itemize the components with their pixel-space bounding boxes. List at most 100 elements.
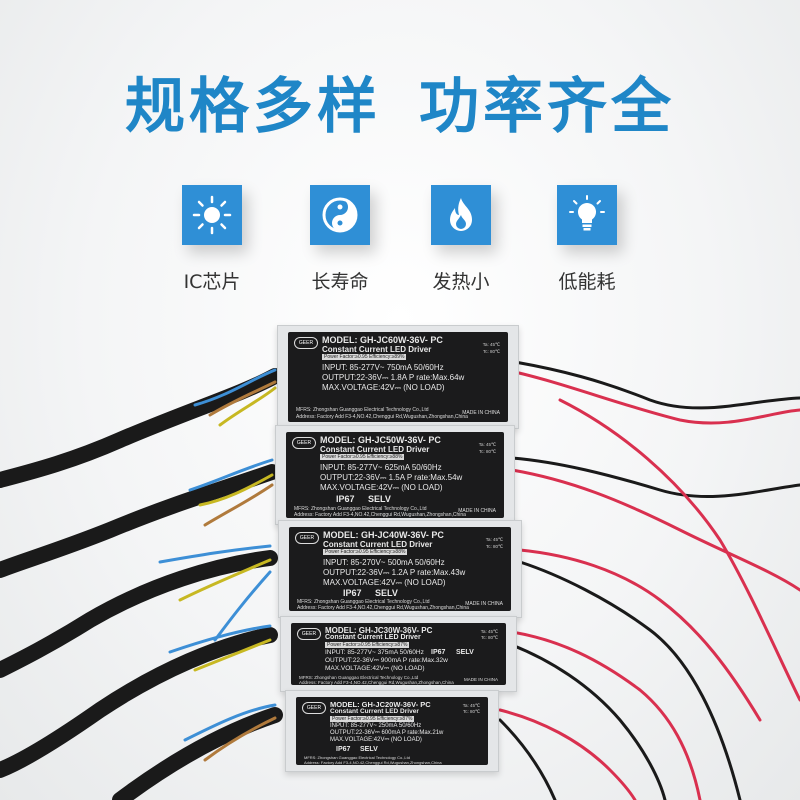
selv-mark: SELV (368, 494, 391, 504)
input-cable (0, 627, 278, 778)
brand-logo: GEER (302, 702, 326, 714)
subtitle-text: Constant Current LED Driver (322, 345, 432, 354)
manufacturer-text: MFRS: Zhongshan Guanggao Electrical Tech… (299, 675, 419, 680)
power-factor-text: Power Factor:≥0.95 Efficiency:≥87% (330, 716, 415, 722)
model-text: MODEL: GH-JC20W-36V- PC (330, 700, 431, 709)
ta-rating: Ta: 45℃ (478, 442, 496, 447)
brand-logo: GEER (292, 437, 316, 449)
model-text: MODEL: GH-JC30W-36V- PC (325, 626, 433, 635)
made-in-text: MADE IN CHINA (458, 508, 496, 514)
tc-rating: Tc: 80℃ (485, 544, 503, 549)
feature-row: IC芯片 长寿命 发热小 (0, 185, 800, 305)
feature-label: 发热小 (432, 271, 490, 293)
headline-part-1: 规格多样 (125, 72, 381, 142)
feature-low-heat: 发热小 (406, 185, 516, 294)
cable-layer (0, 360, 800, 800)
input-spec: INPUT: 85-277V~ 250mA 50/60Hz (330, 723, 422, 729)
max-voltage-spec: MAX.VOLTAGE:42V⎓ (NO LOAD) (330, 737, 422, 743)
ip-rating: IP67 (431, 649, 446, 656)
lightbulb-icon (557, 185, 617, 245)
max-voltage-spec: MAX.VOLTAGE:42V⎓ (NO LOAD) (322, 383, 445, 392)
input-spec: INPUT: 85-270V~ 500mA 50/60Hz (323, 558, 445, 567)
feature-label: IC芯片 (183, 271, 241, 293)
led-driver-30w: GEER MODEL: GH-JC30W-36V- PC Constant Cu… (280, 616, 517, 692)
address-text: Address: Factory Add F3-4,NO.42,Chenggui… (304, 760, 442, 765)
ta-rating: Ta: 45℃ (482, 342, 500, 347)
selv-mark: SELV (375, 588, 398, 598)
feature-low-energy: 低能耗 (532, 185, 642, 294)
selv-mark: SELV (456, 649, 474, 656)
subtitle-text: Constant Current LED Driver (330, 708, 419, 715)
input-spec: INPUT: 85-277V~ 750mA 50/60Hz (322, 363, 444, 372)
ta-rating: Ta: 45℃ (480, 629, 498, 634)
subtitle-text: Constant Current LED Driver (320, 445, 430, 454)
manufacturer-text: MFRS: Zhongshan Guanggao Electrical Tech… (297, 599, 430, 605)
manufacturer-text: MFRS: Zhongshan Guanggao Electrical Tech… (304, 755, 410, 760)
output-spec: OUTPUT:22-36V⎓ 900mA P rate:Max.32w (325, 657, 448, 664)
tc-rating: Tc: 80℃ (462, 709, 480, 714)
led-driver-50w: GEER MODEL: GH-JC50W-36V- PC Constant Cu… (275, 425, 515, 525)
ip-rating: IP67 (336, 494, 355, 504)
output-spec: OUTPUT:22-36V⎓ 600mA P rate:Max.21w (330, 730, 444, 736)
input-cable (0, 368, 283, 488)
headline: 规格多样功率齐全 (0, 58, 800, 145)
ip-rating: IP67 (336, 746, 351, 753)
yin-yang-icon (310, 185, 370, 245)
tc-rating: Tc: 80℃ (482, 349, 500, 354)
ta-rating: Ta: 45℃ (462, 703, 480, 708)
tc-rating: Tc: 80℃ (478, 449, 496, 454)
feature-ic-chip: IC芯片 (157, 185, 267, 294)
headline-part-2: 功率齐全 (419, 72, 675, 142)
subtitle-text: Constant Current LED Driver (323, 540, 433, 549)
product-photo: GEER MODEL: GH-JC60W-36V- PC Constant Cu… (0, 300, 800, 800)
driver-label: GEER MODEL: GH-JC60W-36V- PC Constant Cu… (288, 332, 508, 422)
made-in-text: MADE IN CHINA (462, 410, 500, 416)
manufacturer-text: MFRS: Zhongshan Guanggao Electrical Tech… (294, 506, 427, 512)
power-factor-text: Power Factor:≥0.95 Efficiency:≥89% (322, 354, 407, 360)
power-factor-text: Power Factor:≥0.95 Efficiency:≥88% (323, 549, 408, 555)
made-in-text: MADE IN CHINA (465, 601, 503, 607)
feature-label: 低能耗 (558, 271, 616, 293)
address-text: Address: Factory Add F3-4,NO.42,Chenggui… (297, 605, 469, 611)
subtitle-text: Constant Current LED Driver (325, 634, 421, 641)
tc-rating: Tc: 80℃ (480, 635, 498, 640)
output-spec: OUTPUT:22-36V⎓ 1.2A P rate:Max.43w (323, 568, 466, 577)
output-spec: OUTPUT:22-36V⎓ 1.5A P rate:Max.54w (320, 473, 463, 482)
brand-logo: GEER (294, 337, 318, 349)
feature-long-life: 长寿命 (285, 185, 395, 294)
ta-rating: Ta: 45℃ (485, 537, 503, 542)
output-spec: OUTPUT:22-36V⎓ 1.8A P rate:Max.64w (322, 373, 465, 382)
sun-icon (182, 185, 242, 245)
ip-rating: IP67 (343, 588, 362, 598)
input-spec: INPUT: 85-277V~ 375mA 50/60Hz (325, 649, 424, 656)
driver-label: GEER MODEL: GH-JC30W-36V- PC Constant Cu… (291, 623, 506, 685)
flame-icon (431, 185, 491, 245)
made-in-text: MADE IN CHINA (463, 677, 498, 682)
address-text: Address: Factory Add F3-4,NO.42,Chenggui… (299, 680, 454, 685)
max-voltage-spec: MAX.VOLTAGE:42V⎓ (NO LOAD) (325, 665, 425, 672)
feature-label: 长寿命 (311, 271, 369, 293)
driver-label: GEER MODEL: GH-JC50W-36V- PC Constant Cu… (286, 432, 504, 518)
led-driver-40w: GEER MODEL: GH-JC40W-36V- PC Constant Cu… (278, 520, 522, 618)
max-voltage-spec: MAX.VOLTAGE:42V⎓ (NO LOAD) (320, 483, 443, 492)
manufacturer-text: MFRS: Zhongshan Guanggao Electrical Tech… (296, 407, 429, 413)
max-voltage-spec: MAX.VOLTAGE:42V⎓ (NO LOAD) (323, 578, 446, 587)
led-driver-60w: GEER MODEL: GH-JC60W-36V- PC Constant Cu… (277, 325, 519, 429)
model-text: MODEL: GH-JC60W-36V- PC (322, 335, 443, 345)
input-spec: INPUT: 85-277V~ 625mA 50/60Hz (320, 463, 442, 472)
address-text: Address: Factory Add F3-4,NO.42,Chenggui… (296, 414, 468, 420)
model-text: MODEL: GH-JC50W-36V- PC (320, 435, 441, 445)
brand-logo: GEER (295, 532, 319, 544)
selv-mark: SELV (360, 746, 378, 753)
input-cable (0, 550, 278, 678)
model-text: MODEL: GH-JC40W-36V- PC (323, 530, 444, 540)
brand-logo: GEER (297, 628, 321, 640)
power-factor-text: Power Factor:≥0.95 Efficiency:≥88% (320, 454, 405, 460)
power-factor-text: Power Factor:≥0.95 Efficiency:≥87% (325, 642, 410, 648)
input-cable (112, 707, 283, 800)
address-text: Address: Factory Add F3-4,NO.42,Chenggui… (294, 512, 466, 518)
driver-label: GEER MODEL: GH-JC20W-36V- PC Constant Cu… (296, 697, 488, 765)
led-driver-20w: GEER MODEL: GH-JC20W-36V- PC Constant Cu… (285, 690, 499, 772)
driver-label: GEER MODEL: GH-JC40W-36V- PC Constant Cu… (289, 527, 511, 611)
input-cable (0, 464, 280, 578)
